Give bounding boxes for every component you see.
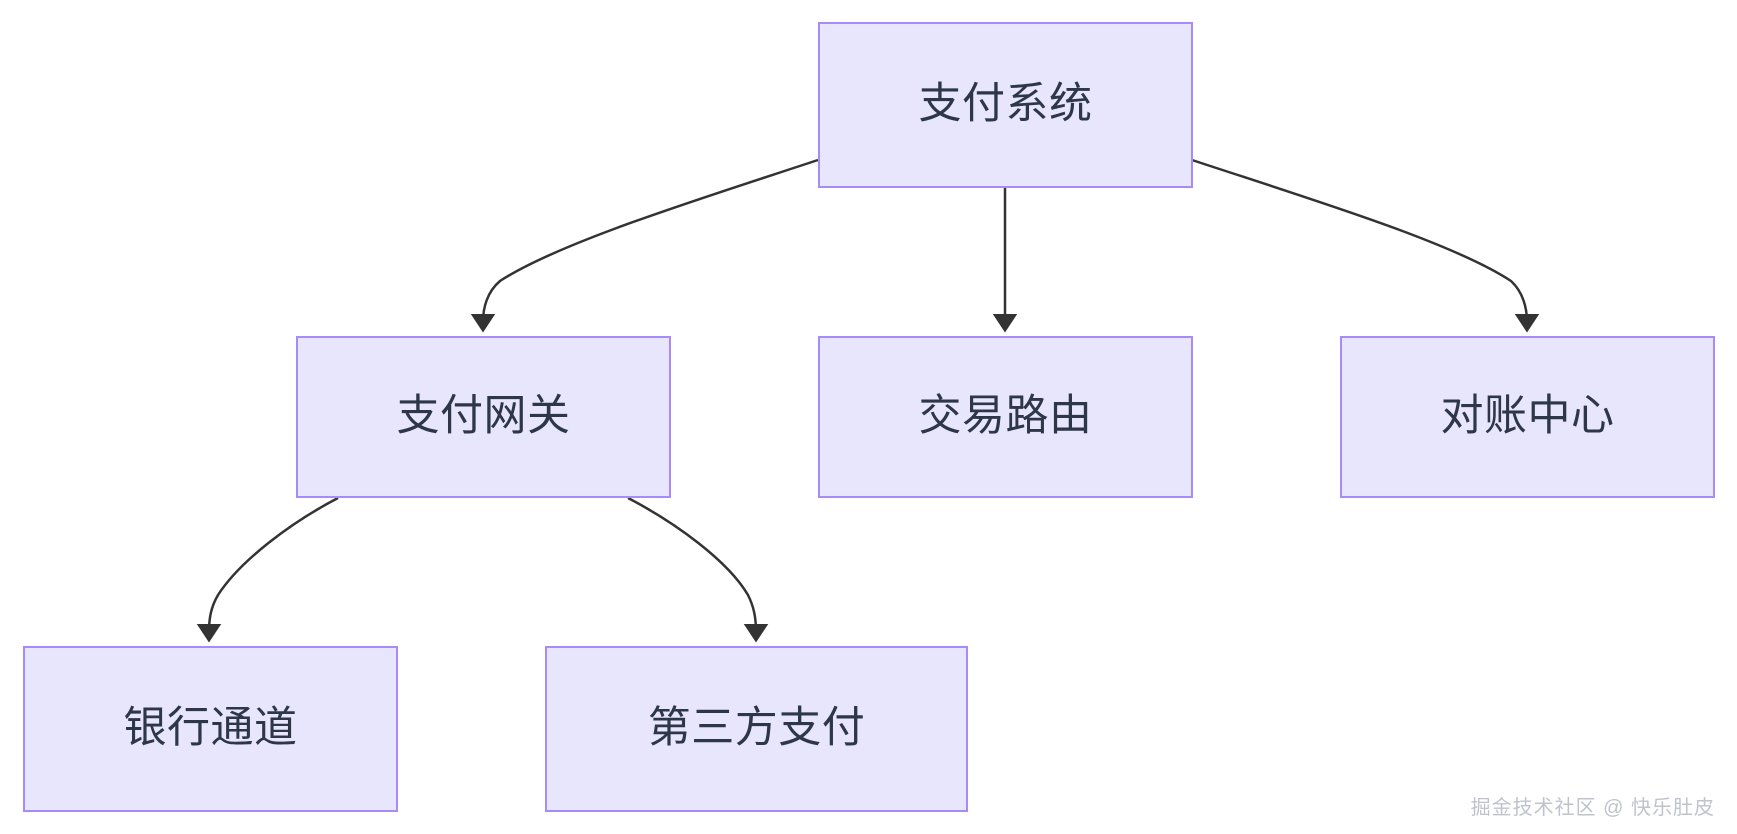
edge-payment-system-to-reconciliation-center: [1191, 158, 1540, 333]
node-label-reconciliation-center: 对账中心: [1440, 392, 1615, 441]
node-reconciliation-center[interactable]: 对账中心: [1340, 336, 1715, 498]
node-third-party-pay[interactable]: 第三方支付: [545, 646, 968, 812]
node-label-bank-channel: 银行通道: [123, 704, 298, 753]
node-label-transaction-routing: 交易路由: [918, 392, 1093, 441]
node-label-payment-gateway: 支付网关: [396, 392, 571, 441]
watermark-text: 掘金技术社区 @ 快乐肚皮: [1470, 797, 1715, 819]
edge-payment-gateway-to-third-party-pay: [627, 496, 769, 643]
node-bank-channel[interactable]: 银行通道: [23, 646, 398, 812]
node-payment-system[interactable]: 支付系统: [818, 22, 1193, 188]
node-label-payment-system: 支付系统: [918, 80, 1093, 129]
node-transaction-routing[interactable]: 交易路由: [818, 336, 1193, 498]
edge-payment-system-to-payment-gateway: [470, 158, 819, 333]
node-payment-gateway[interactable]: 支付网关: [296, 336, 671, 498]
edge-payment-gateway-to-bank-channel: [196, 496, 339, 643]
node-label-third-party-pay: 第三方支付: [647, 704, 866, 753]
